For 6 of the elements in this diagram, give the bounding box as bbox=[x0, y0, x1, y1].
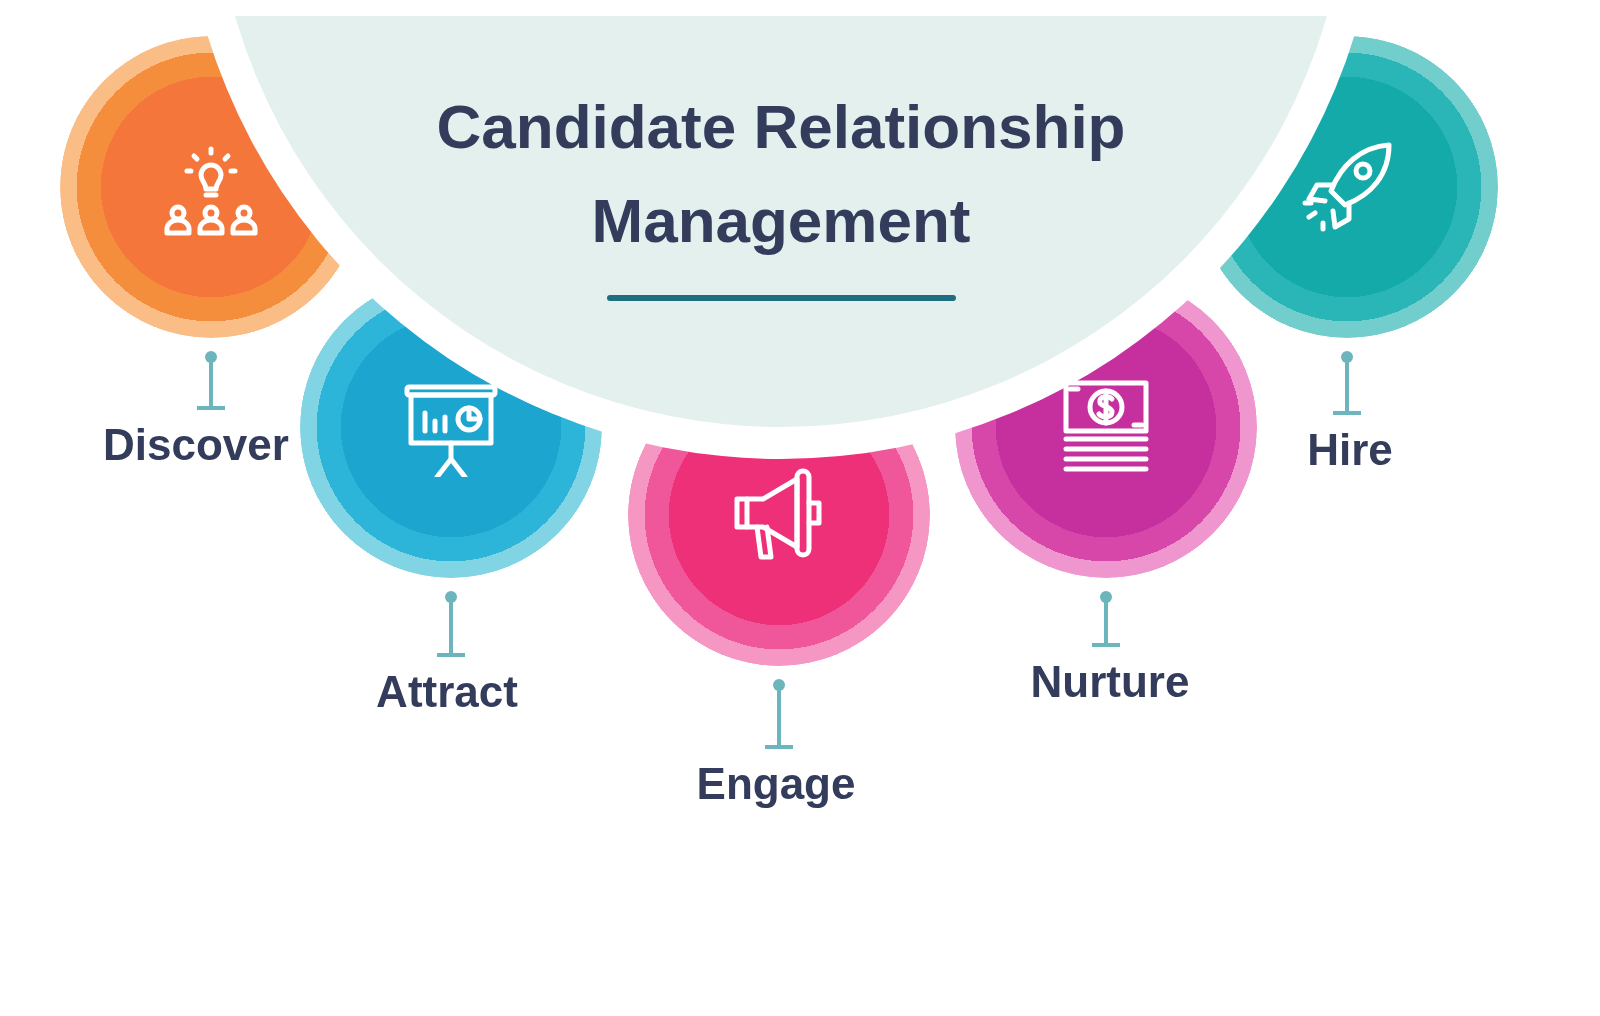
step-label: Nurture bbox=[1030, 657, 1190, 707]
step-label: Discover bbox=[103, 420, 289, 470]
step-label: Attract bbox=[376, 667, 518, 717]
title: Candidate Relationship Management bbox=[435, 91, 1127, 257]
step-label: Engage bbox=[696, 759, 856, 809]
step-label: Hire bbox=[1307, 425, 1393, 475]
